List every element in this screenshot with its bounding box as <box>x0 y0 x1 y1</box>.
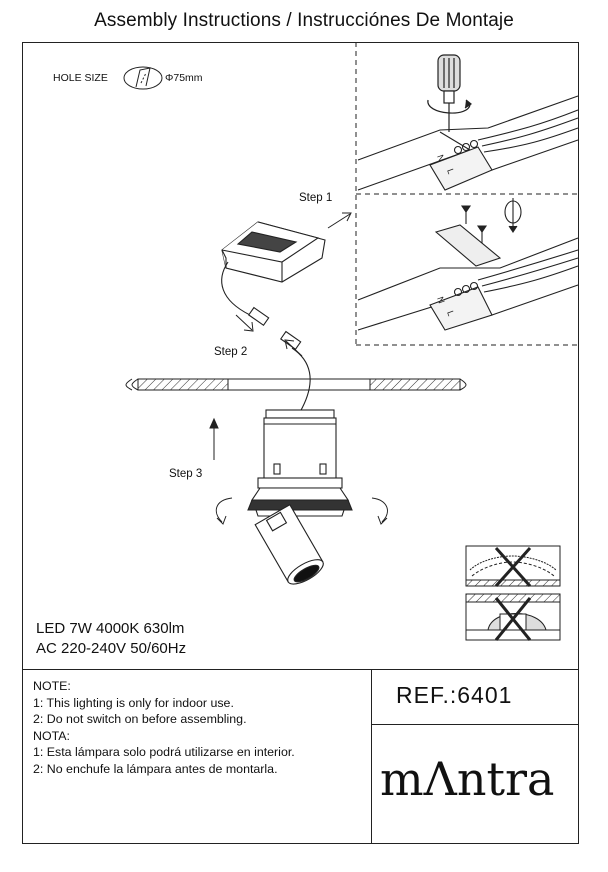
led-driver-icon <box>221 221 326 413</box>
screwdriver-icon <box>427 54 473 132</box>
note-line: NOTA: <box>33 728 70 743</box>
hole-size-label: HOLE SIZE <box>53 72 108 84</box>
step2-label: Step 2 <box>214 346 248 358</box>
step1-arrow-icon <box>327 212 352 229</box>
note-line: 1: This lighting is only for indoor use. <box>33 695 234 710</box>
terminal-l-bottom: L <box>445 309 456 317</box>
page-title: Assembly Instructions / Instrucciónes De… <box>94 10 514 31</box>
step3-arrow-icon <box>209 417 219 460</box>
instruction-sheet-frame <box>22 42 579 844</box>
note-line: NOTE: <box>33 679 71 693</box>
downlight-icon <box>247 409 353 585</box>
note-line: 2: No enchufe la lámpara antes de montar… <box>33 761 278 776</box>
screws-icon <box>460 198 522 244</box>
spec-power: LED 7W 4000K 630lm <box>36 620 185 637</box>
no-insulation-cover-icon <box>465 545 561 588</box>
note-line: 2: Do not switch on before assembling. <box>33 712 247 727</box>
ref-divider <box>371 669 372 844</box>
wiring-detail-box <box>355 42 579 346</box>
terminal-n-bottom: N <box>435 295 447 305</box>
hole-size-icon <box>123 66 163 90</box>
spring-clip-arrows-icon <box>215 497 388 525</box>
driver-terminal-top <box>357 95 579 191</box>
hole-size-value: Φ75mm <box>165 72 203 84</box>
notes-block: NOTE: 1: This lighting is only for indoo… <box>33 678 295 778</box>
no-recess-in-insulation-icon <box>465 593 561 641</box>
driver-terminal-bottom <box>357 224 579 331</box>
ceiling-section <box>125 378 467 391</box>
reference-number: REF.:6401 <box>396 682 513 708</box>
spec-voltage: AC 220-240V 50/60Hz <box>36 640 187 657</box>
note-line: 1: Esta lámpara solo podrá utilizarse en… <box>33 745 295 760</box>
step2-arrow-icon <box>235 314 303 357</box>
ref-logo-divider <box>371 724 579 725</box>
step3-label: Step 3 <box>169 468 203 480</box>
terminal-n-top: N <box>435 153 447 163</box>
brand-logo: mΛntra <box>380 752 555 806</box>
step1-label: Step 1 <box>299 192 333 204</box>
terminal-l-top: L <box>445 167 456 175</box>
notes-divider <box>22 669 579 670</box>
